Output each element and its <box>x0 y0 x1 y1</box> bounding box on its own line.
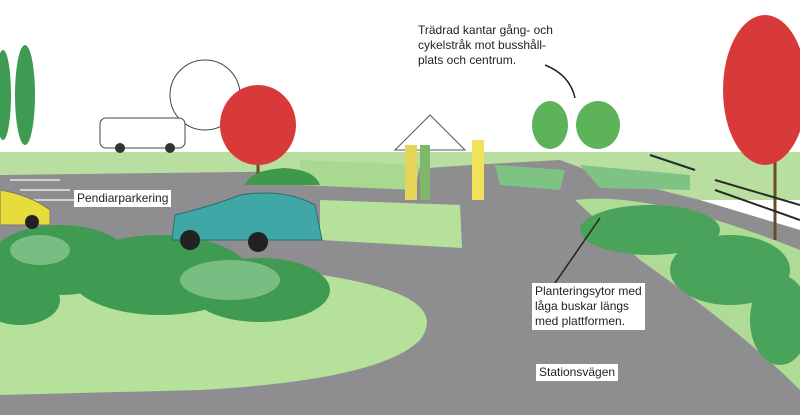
fence <box>649 154 800 221</box>
planting-strip-far <box>580 165 690 190</box>
annotation-line: låga buskar längs <box>535 299 630 313</box>
annotation-line: Trädrad kantar gång- och <box>418 23 553 37</box>
parking-lines <box>10 179 80 201</box>
road-label: Stationsvägen <box>536 364 619 381</box>
tree-row-annotation: Trädrad kantar gång- och cykelstråk mot … <box>418 23 553 68</box>
planting-annotation: Planteringsytor med låga buskar längs me… <box>532 283 645 330</box>
arrow-tree-row <box>544 64 576 99</box>
annotation-line: med plattformen. <box>535 314 626 328</box>
grass-island <box>320 200 462 248</box>
van <box>99 117 186 153</box>
arrow-planting <box>554 217 601 284</box>
yellow-car <box>0 189 51 229</box>
bush-highlights <box>10 235 280 300</box>
poplar-trees <box>0 45 35 145</box>
annotation-line: plats och centrum. <box>418 53 517 67</box>
teal-car <box>171 192 323 252</box>
red-trees <box>220 15 800 165</box>
green-car <box>245 168 320 185</box>
grass-island <box>300 160 420 190</box>
annotation-line: Planteringsytor med <box>535 284 642 298</box>
annotation-line: cykelstråk mot busshåll- <box>418 38 547 52</box>
green-trees <box>532 101 620 149</box>
pedestrians <box>405 140 484 200</box>
planting-strip-far <box>495 165 565 190</box>
bushes-right <box>580 205 800 365</box>
parking-label: Pendiarparkering <box>74 190 172 207</box>
